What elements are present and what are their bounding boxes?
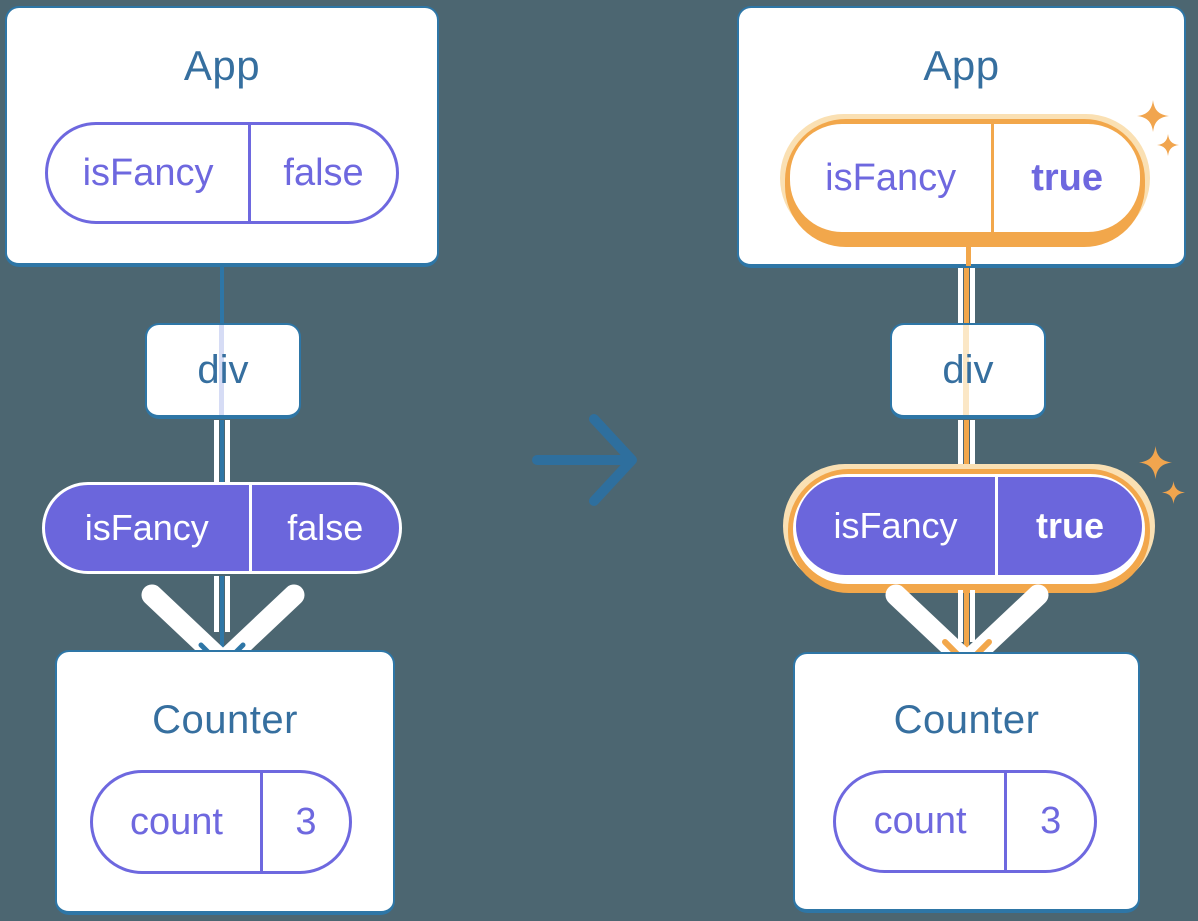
counter-card-title: Counter	[893, 698, 1040, 742]
connector-flank-left	[958, 268, 963, 323]
app-card: App isFancy false	[5, 6, 439, 267]
connector-flank-right	[970, 268, 975, 323]
counter-state-pill: count 3	[90, 770, 352, 874]
connector-flank-left	[958, 590, 963, 642]
passed-prop-pill: isFancy true	[796, 477, 1142, 575]
state-value: 3	[295, 800, 317, 843]
connector-core	[964, 420, 969, 466]
div-card-label: div	[942, 347, 994, 392]
div-card: div	[145, 323, 301, 419]
connector-flank-right	[970, 590, 975, 642]
div-card-label: div	[197, 347, 249, 392]
connector-flank-right	[970, 420, 975, 466]
sparkle-icon	[1162, 481, 1185, 504]
sparkle-icon	[1157, 134, 1179, 156]
prop-name: isFancy	[790, 124, 995, 232]
prop-name: isFancy	[48, 125, 252, 221]
counter-card: Counter count 3	[793, 652, 1140, 913]
state-value: 3	[1040, 800, 1062, 842]
counter-state-pill: count 3	[833, 770, 1097, 873]
connector-core	[220, 420, 224, 483]
prop-name: isFancy	[45, 485, 252, 571]
connector-core	[220, 576, 224, 652]
right-arrow-icon	[532, 414, 637, 506]
app-card-title: App	[923, 42, 1000, 89]
connector-flank-left	[214, 420, 219, 483]
prop-value: true	[1031, 156, 1104, 199]
connector-core	[964, 268, 969, 323]
app-prop-pill: isFancy false	[45, 122, 399, 224]
app-prop-pill: isFancy true	[790, 124, 1140, 232]
connector-flank-right	[225, 576, 230, 632]
connector-core	[966, 236, 971, 266]
counter-card-title: Counter	[152, 698, 298, 742]
prop-stripe	[219, 325, 224, 415]
passed-prop-pill: isFancy false	[42, 482, 402, 574]
counter-card: Counter count 3	[55, 650, 395, 915]
sparkle-icon	[1137, 100, 1169, 132]
app-card-title: App	[183, 42, 261, 89]
connector-flank-left	[958, 420, 963, 466]
connector-flank-left	[214, 576, 219, 632]
passed-prop-pill-highlight: isFancy true	[783, 464, 1155, 593]
prop-name: isFancy	[796, 477, 998, 575]
prop-value: false	[287, 507, 364, 548]
state-name: count	[93, 773, 263, 871]
connector-core	[964, 590, 969, 654]
connector-flank-right	[225, 420, 230, 483]
connector-app-div	[220, 267, 224, 325]
app-prop-pill-highlight: isFancy true	[780, 114, 1150, 247]
div-card: div	[890, 323, 1046, 419]
sparkle-icon	[1139, 446, 1172, 479]
prop-stripe	[963, 325, 969, 415]
app-card: App isFancy true	[737, 6, 1186, 268]
state-name: count	[836, 773, 1008, 870]
prop-value: true	[1035, 505, 1104, 546]
prop-value: false	[283, 151, 364, 194]
